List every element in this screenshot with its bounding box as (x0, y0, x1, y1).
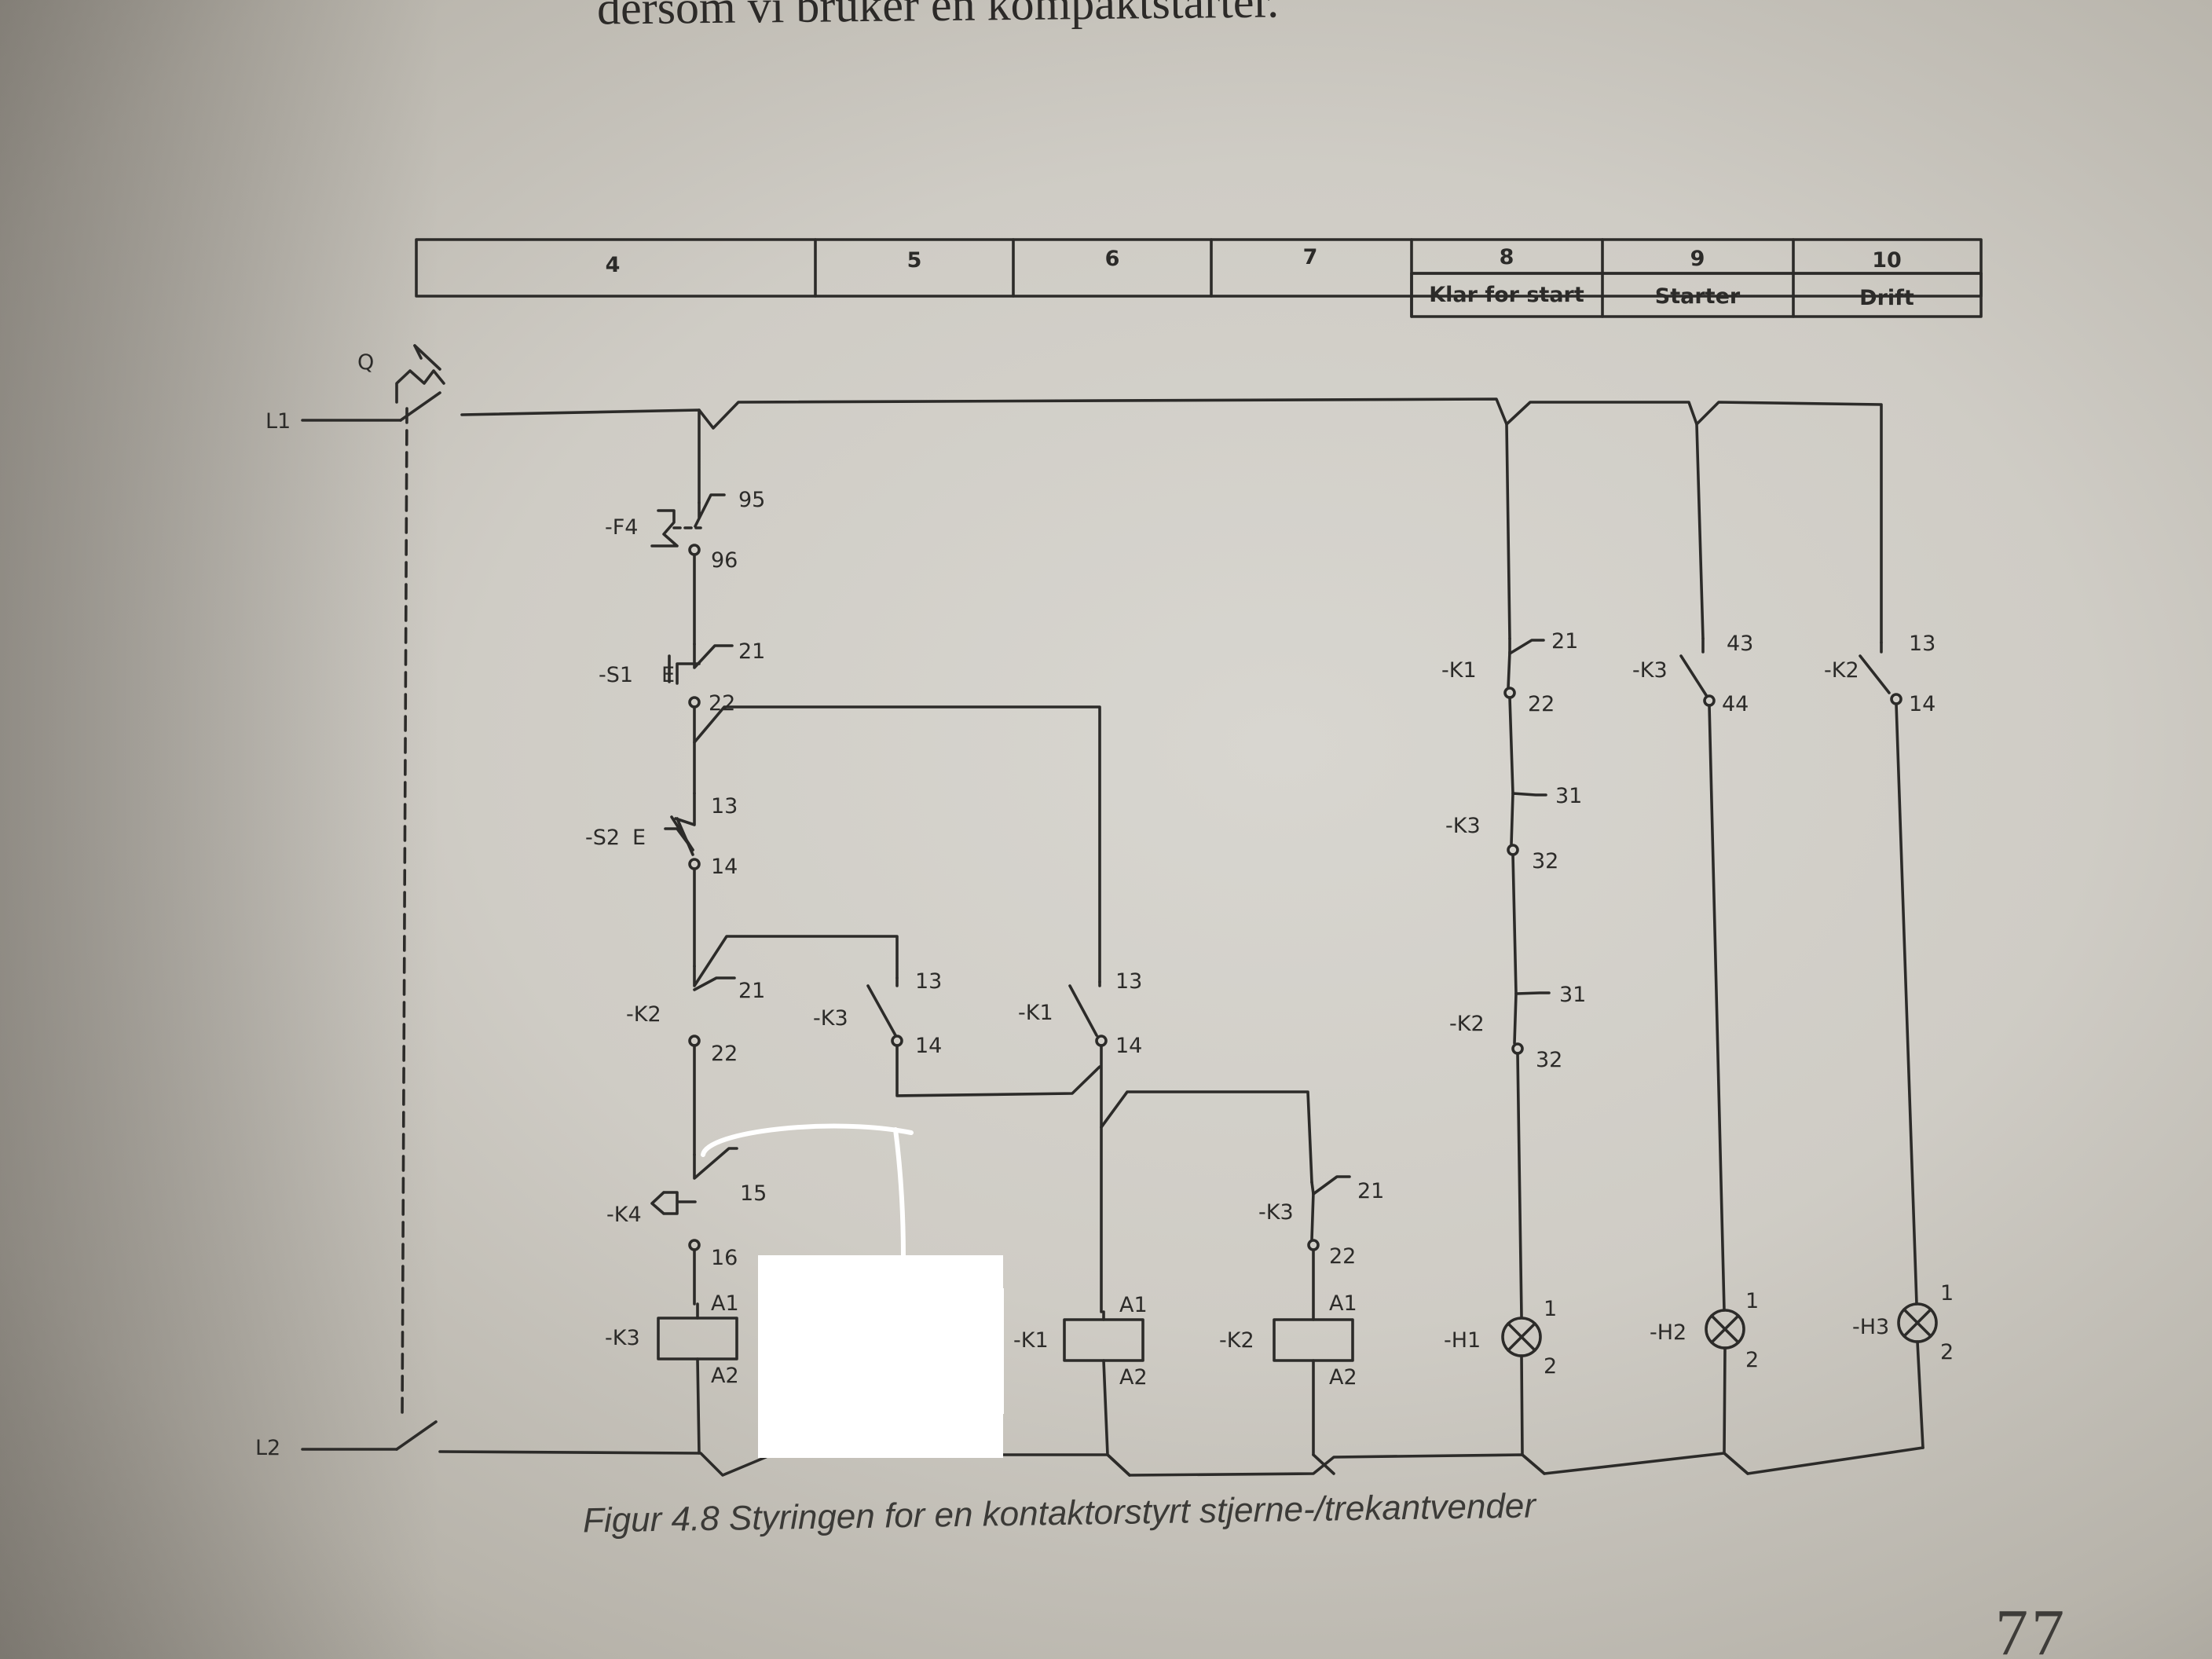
label-k2-coil: -K2 (1219, 1328, 1254, 1353)
label-k3-middle: -K3 (813, 1006, 848, 1031)
terminal-a1-k1: A1 (1119, 1293, 1148, 1317)
overload-relay-f4: -F4 95 96 (605, 488, 765, 646)
contact-k3-no: -K3 13 14 (813, 969, 1101, 1097)
timer-contact-k4: -K4 15 16 (606, 1123, 914, 1306)
terminal-44-k3: 44 (1722, 692, 1749, 716)
header-column-9: 9 (1690, 247, 1705, 271)
terminal-16-k4: 16 (711, 1246, 738, 1270)
terminal-96: 96 (711, 548, 738, 573)
header-column-10: 10 (1872, 248, 1902, 273)
label-h3: -H3 (1852, 1315, 1889, 1339)
label-q: Q (357, 350, 374, 375)
terminal-14-s2: 14 (711, 855, 738, 879)
terminal-2-h1: 2 (1544, 1354, 1557, 1379)
label-s1-e: E (661, 663, 675, 687)
terminal-22-k2: 22 (711, 1042, 738, 1066)
label-k1-right: -K1 (1441, 658, 1477, 683)
terminal-a2-k1: A2 (1119, 1365, 1148, 1390)
terminal-13-s2: 13 (711, 794, 738, 819)
label-k2-left: -K2 (626, 1002, 661, 1027)
top-supply-rail-l1 (460, 397, 1883, 644)
label-k1-coil: -K1 (1013, 1328, 1049, 1353)
contact-k1-no: -K1 13 14 (1018, 969, 1313, 1313)
header-description-starting: Starter (1655, 284, 1741, 309)
column-header-table: 4 5 6 7 8 9 10 Klar for start Starter Dr… (415, 238, 1983, 318)
terminal-2-h3: 2 (1940, 1340, 1954, 1364)
terminal-a2-k3: A2 (711, 1364, 739, 1388)
terminal-1-h3: 1 (1940, 1281, 1954, 1306)
terminal-a2-k2: A2 (1329, 1365, 1357, 1390)
terminal-14-k1: 14 (1115, 1034, 1142, 1058)
contact-k2-nc: -K2 21 22 (626, 935, 899, 1156)
terminal-15-k4: 15 (740, 1181, 767, 1206)
coil-k1: -K1 A1 A2 (1013, 1293, 1148, 1456)
page-number: 77 (1995, 1596, 2067, 1659)
header-column-4: 4 (606, 253, 621, 277)
label-f4: -F4 (605, 515, 638, 540)
terminal-a1-k2: A1 (1329, 1291, 1357, 1316)
label-k4: -K4 (606, 1203, 642, 1227)
terminal-a1-k3: A1 (711, 1291, 739, 1316)
terminal-14-k3: 14 (915, 1034, 942, 1058)
contact-k3-nc-coil-k2: -K3 21 22 -K2 A1 A2 (1219, 1175, 1384, 1456)
terminal-21-k3-lower: 21 (1357, 1179, 1384, 1203)
label-k2-right: -K2 (1449, 1012, 1485, 1036)
header-description-running: Drift (1859, 286, 1914, 310)
header-description-ready: Klar for start (1429, 283, 1584, 307)
branch-running: -K2 13 14 -H3 1 2 (1824, 632, 1954, 1449)
terminal-31-k2-right: 31 (1559, 983, 1586, 1007)
terminal-95: 95 (738, 488, 765, 512)
terminal-21-k1-right: 21 (1551, 629, 1578, 654)
header-column-5: 5 (907, 248, 922, 273)
main-switch-q: Q L1 L2 (255, 344, 445, 1460)
coil-k3: -K3 A1 A2 (605, 1291, 739, 1455)
terminal-21-s1: 21 (738, 639, 765, 664)
terminal-22-k3-lower: 22 (1329, 1244, 1356, 1269)
label-k1-middle: -K1 (1018, 1001, 1053, 1025)
label-k2-far-right: -K2 (1824, 658, 1859, 683)
branch-starting: -K3 43 44 -H2 1 2 (1632, 632, 1759, 1455)
start-button-s2: -S2 E 13 14 (585, 792, 738, 968)
terminal-32-k2-right: 32 (1536, 1048, 1562, 1072)
terminal-13-k2: 13 (1909, 632, 1936, 656)
label-s1: -S1 (599, 663, 633, 687)
header-column-8: 8 (1500, 245, 1514, 269)
label-k3-right-lower: -K3 (1258, 1200, 1294, 1225)
terminal-32-k3-right: 32 (1532, 849, 1558, 873)
branch-ready-for-start: -K1 21 22 -K3 31 32 -K2 31 32 -H1 1 2 (1441, 629, 1586, 1456)
terminal-13-k3: 13 (915, 969, 942, 994)
terminal-2-h2: 2 (1745, 1348, 1759, 1372)
terminal-43-k3: 43 (1727, 632, 1753, 656)
terminal-14-k2: 14 (1909, 692, 1936, 716)
terminal-1-h2: 1 (1745, 1289, 1759, 1313)
label-k3-far-right: -K3 (1632, 658, 1668, 683)
terminal-21-k2: 21 (738, 979, 765, 1003)
terminal-31-k3-right: 31 (1555, 784, 1582, 808)
terminal-22-k1-right: 22 (1528, 692, 1555, 716)
label-l1: L1 (266, 409, 291, 434)
terminal-22-s1: 22 (709, 691, 735, 716)
white-redaction-patch (758, 1255, 1004, 1458)
bottom-supply-rail-l2 (438, 1446, 1925, 1477)
terminal-1-h1: 1 (1544, 1297, 1557, 1321)
label-k3-right: -K3 (1445, 814, 1481, 838)
label-h2: -H2 (1650, 1320, 1686, 1345)
label-k3-coil: -K3 (605, 1326, 640, 1350)
terminal-13-k1: 13 (1115, 969, 1142, 994)
label-l2: L2 (255, 1436, 280, 1460)
label-s2: -S2 (585, 826, 620, 850)
stop-button-s1: -S1 E 21 22 (599, 639, 1101, 983)
label-h1: -H1 (1444, 1328, 1481, 1353)
label-s2-e: E (632, 826, 646, 850)
header-column-6: 6 (1105, 247, 1120, 271)
header-column-7: 7 (1303, 245, 1318, 269)
